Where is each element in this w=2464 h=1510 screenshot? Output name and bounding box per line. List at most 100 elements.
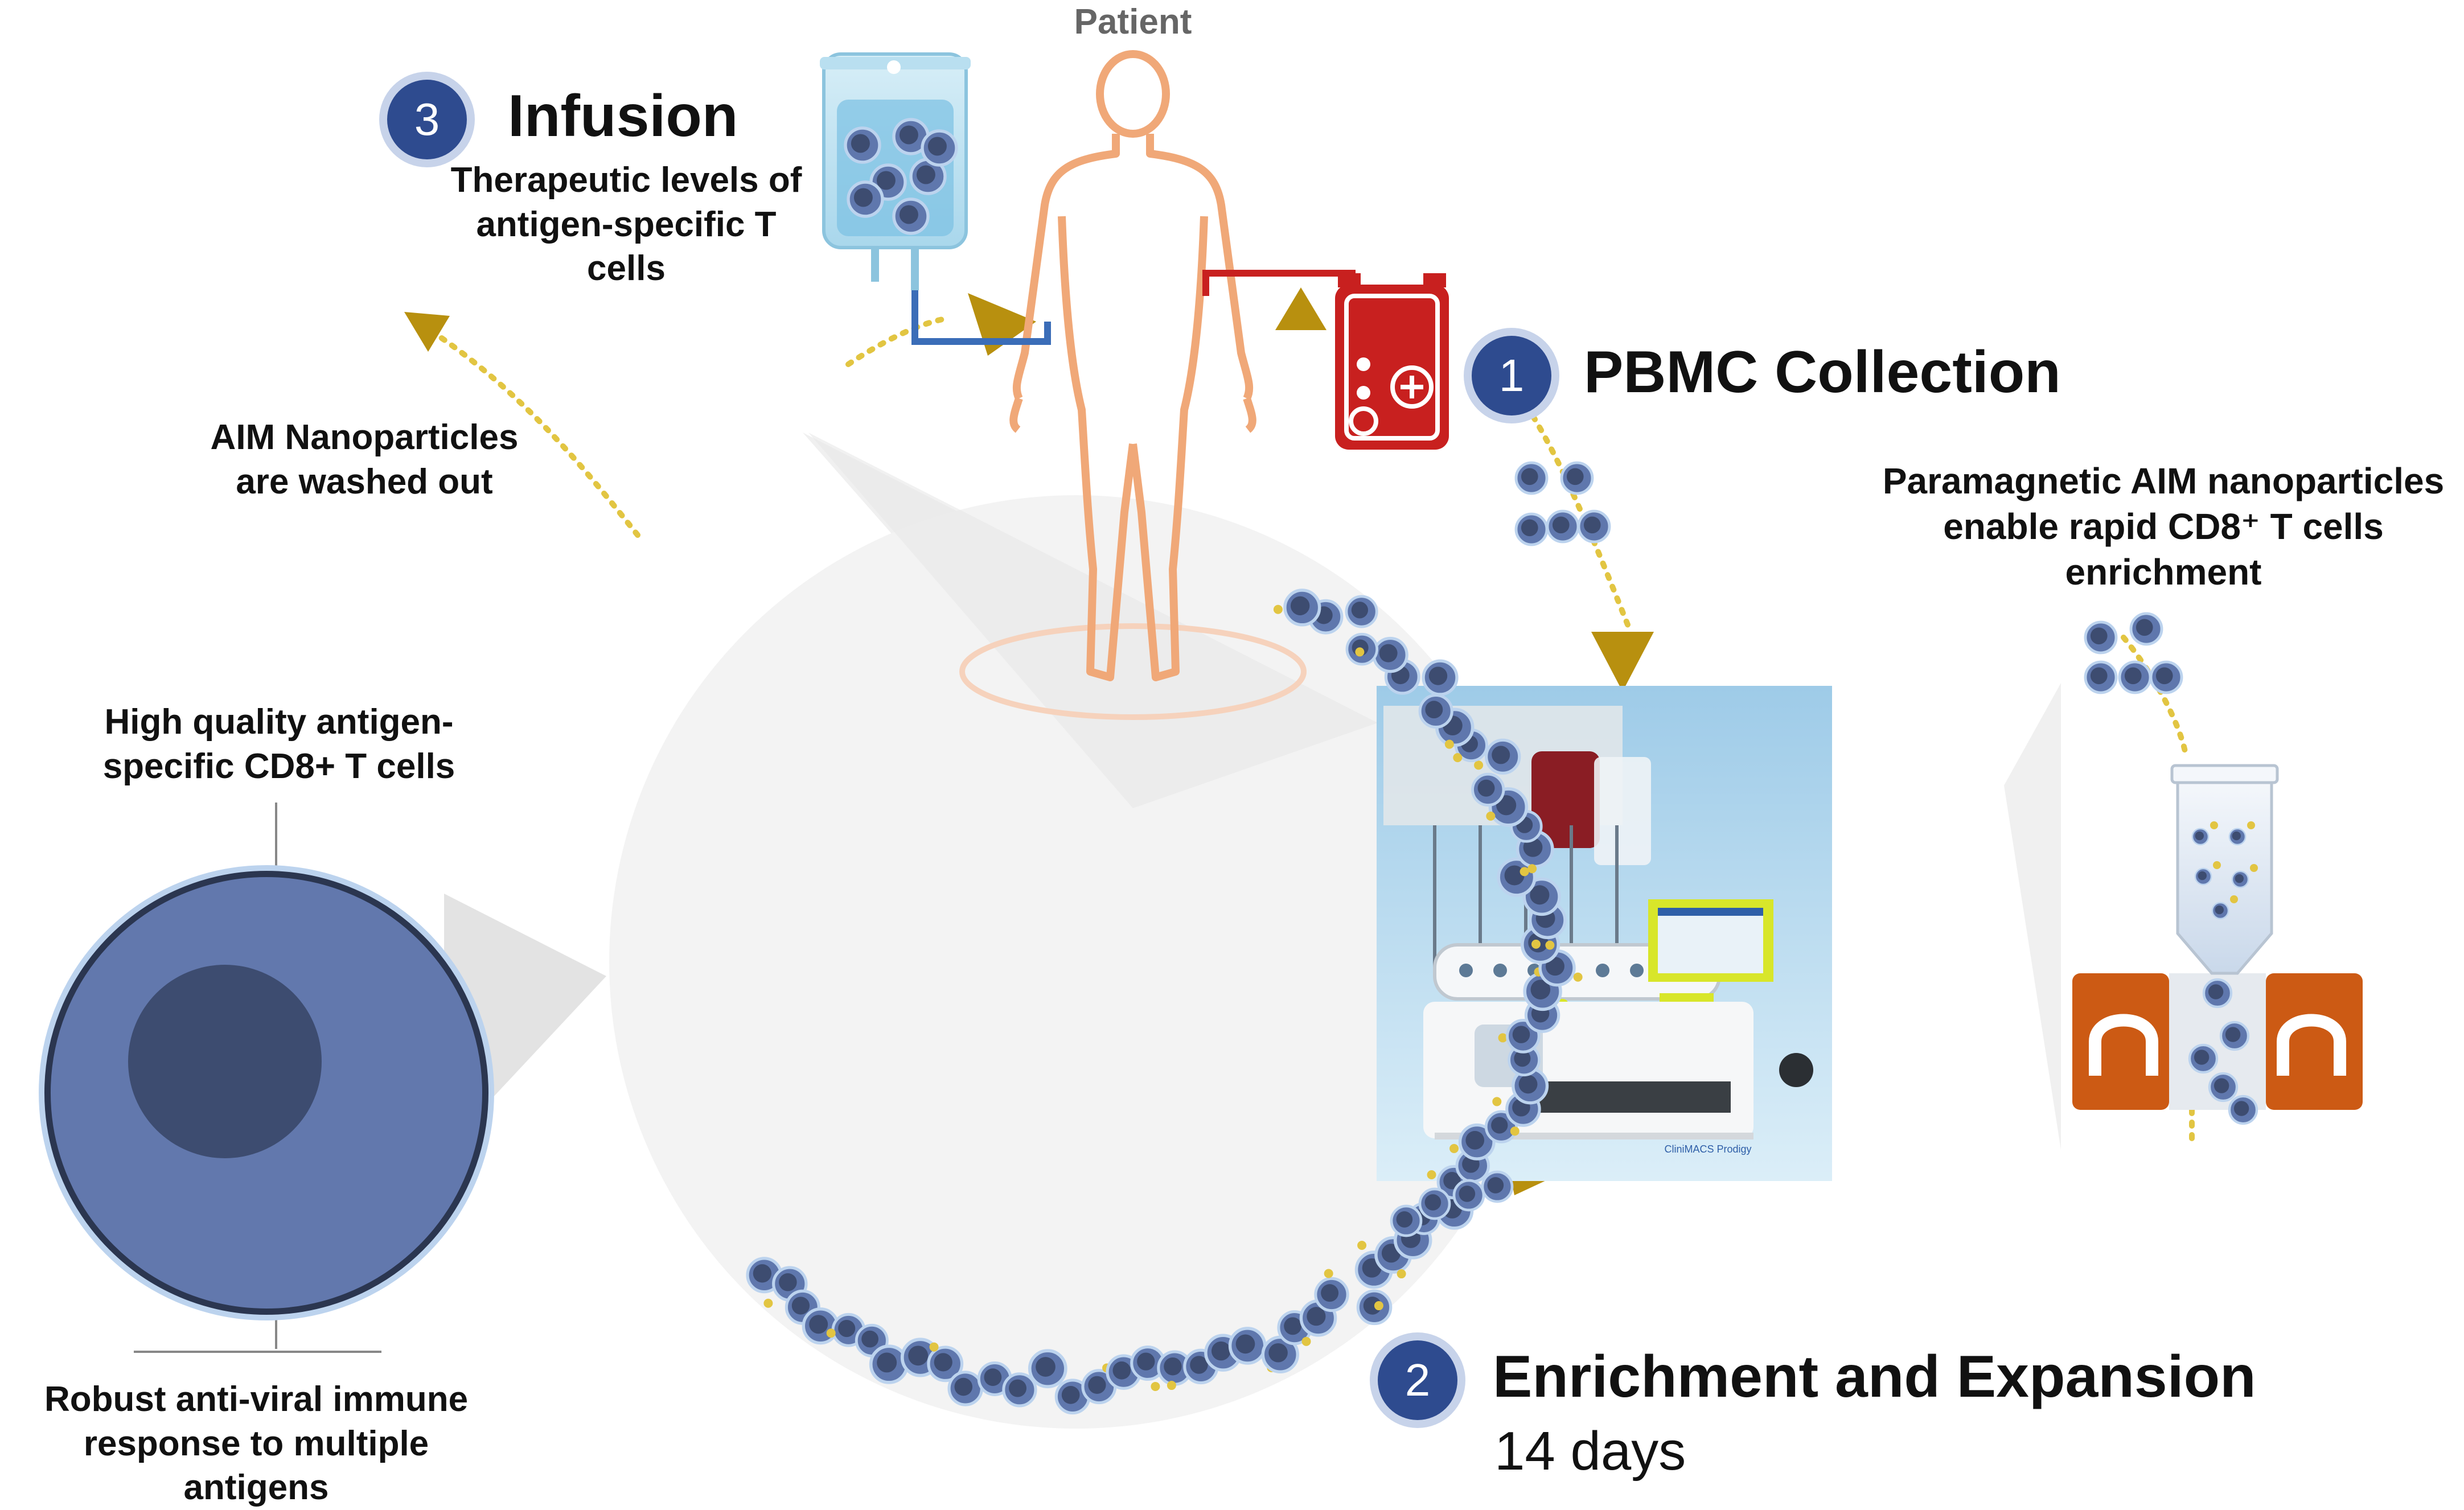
enriched-cell bbox=[2084, 620, 2118, 655]
nanoparticle bbox=[1486, 811, 1496, 821]
step-1-title: PBMC Collection bbox=[1584, 339, 2061, 405]
nanoparticle bbox=[1273, 604, 1283, 614]
step-2-title: Enrichment and Expansion bbox=[1493, 1344, 2256, 1410]
t-cell bbox=[1458, 1123, 1496, 1161]
nanoparticle bbox=[1301, 1336, 1311, 1346]
step-2-badge: 2 bbox=[1378, 1340, 1457, 1420]
tube-cell bbox=[2211, 902, 2229, 920]
nanoparticle bbox=[2213, 861, 2221, 869]
pbmc-cell bbox=[1560, 461, 1594, 495]
nanoparticle bbox=[1527, 864, 1537, 874]
tube-icon bbox=[2170, 764, 2279, 975]
washout-annotation: AIM Nanoparticles are washed out bbox=[210, 418, 519, 501]
t-cell bbox=[1283, 589, 1321, 627]
human-body-icon bbox=[959, 50, 1307, 720]
pbmc-cell bbox=[1577, 509, 1611, 544]
captured-cell bbox=[2202, 978, 2233, 1009]
t-cell bbox=[1261, 1335, 1299, 1374]
nanoparticle bbox=[1545, 940, 1555, 950]
step-3-title: Infusion bbox=[508, 83, 738, 149]
magnet-separation-icon bbox=[2072, 973, 2363, 1110]
nanoparticle bbox=[1151, 1381, 1160, 1391]
nanoparticle bbox=[1531, 939, 1541, 949]
nanoparticle bbox=[1324, 1269, 1333, 1278]
nanoparticle bbox=[1449, 1143, 1459, 1153]
infused-cell bbox=[892, 118, 930, 155]
cell-quality-annotation: High quality antigen-specific CD8+ T cel… bbox=[102, 702, 455, 786]
t-cell bbox=[1028, 1349, 1067, 1389]
pbmc-cell bbox=[1514, 512, 1549, 546]
enriched-cell bbox=[2129, 612, 2163, 646]
tube-cell bbox=[2191, 828, 2210, 846]
nanoparticle bbox=[1520, 867, 1529, 877]
apheresis-machine-icon bbox=[1202, 270, 1449, 450]
tube-cell bbox=[2228, 828, 2247, 846]
t-cell-icon bbox=[39, 803, 494, 1353]
patient-label: Patient bbox=[1074, 2, 1192, 42]
step-2-duration: 14 days bbox=[1494, 1421, 1686, 1482]
step-1-badge: 1 bbox=[1472, 336, 1551, 415]
arrow-washout-icon bbox=[404, 312, 450, 352]
captured-cell bbox=[2188, 1043, 2219, 1074]
nanoparticle bbox=[1427, 1170, 1436, 1180]
nanoparticle bbox=[1573, 972, 1583, 982]
infused-cell bbox=[844, 126, 881, 164]
nanoparticle bbox=[1355, 647, 1365, 657]
captured-cell bbox=[2219, 1021, 2250, 1051]
nanoparticle bbox=[1498, 1033, 1508, 1043]
response-annotation: Robust anti-viral immune response to mul… bbox=[44, 1380, 469, 1507]
t-cell bbox=[1485, 738, 1521, 775]
nanoparticle bbox=[1510, 1126, 1520, 1136]
nanoparticle bbox=[1397, 1269, 1406, 1279]
nanoparticle bbox=[2247, 821, 2255, 829]
nanoparticle bbox=[1444, 739, 1454, 749]
clinimacs-prodigy-device bbox=[1377, 686, 1832, 1181]
nanoparticle bbox=[1357, 1241, 1367, 1250]
tube-cell bbox=[2194, 867, 2212, 886]
nanoparticle bbox=[1492, 1097, 1502, 1106]
expanded-cell bbox=[1390, 1204, 1423, 1237]
nanoparticle bbox=[929, 1342, 939, 1352]
t-cell bbox=[1497, 857, 1537, 897]
t-cell bbox=[1345, 595, 1378, 628]
t-cell bbox=[1314, 1277, 1349, 1312]
t-cell bbox=[869, 1344, 909, 1384]
infused-cell bbox=[892, 198, 930, 235]
nanoparticle bbox=[1474, 760, 1484, 770]
t-cell bbox=[1356, 1289, 1393, 1326]
t-cell bbox=[947, 1371, 983, 1406]
enrichment-annotation: Paramagnetic AIM nanoparticles enable ra… bbox=[1882, 460, 2445, 593]
captured-cell bbox=[2228, 1095, 2258, 1125]
t-cell bbox=[1002, 1372, 1037, 1408]
enriched-cell bbox=[2149, 660, 2183, 694]
captured-cell bbox=[2208, 1072, 2239, 1102]
t-cell bbox=[1081, 1369, 1117, 1405]
expanded-cell bbox=[1418, 1187, 1451, 1220]
nanoparticle bbox=[826, 1328, 836, 1338]
infused-cell bbox=[847, 180, 884, 218]
nanoparticle bbox=[763, 1298, 773, 1308]
cell-cluster-layer bbox=[746, 118, 2258, 1415]
pbmc-cell bbox=[1514, 461, 1549, 495]
t-cell bbox=[1418, 693, 1453, 729]
expanded-cell bbox=[1481, 1170, 1514, 1203]
expanded-cell bbox=[1452, 1179, 1485, 1212]
infusion-description: Therapeutic levels of antigen-specific T… bbox=[450, 161, 802, 288]
t-cell bbox=[1372, 636, 1408, 673]
nanoparticle bbox=[2230, 895, 2238, 903]
t-cell bbox=[927, 1346, 964, 1383]
nanoparticle bbox=[1374, 1301, 1383, 1311]
zoom-wedge-right bbox=[2004, 683, 2061, 1150]
nanoparticle bbox=[1453, 753, 1463, 763]
t-cell bbox=[1512, 1067, 1549, 1105]
t-cell bbox=[1422, 659, 1459, 696]
t-cell bbox=[1228, 1327, 1267, 1365]
infused-cell bbox=[921, 129, 958, 167]
t-cell bbox=[1471, 772, 1505, 807]
tube-cell bbox=[2231, 870, 2249, 888]
nanoparticle bbox=[2210, 821, 2218, 829]
device-brand-label: CliniMACS Prodigy bbox=[1664, 1143, 1752, 1155]
pbmc-cell bbox=[1546, 509, 1580, 544]
nanoparticle bbox=[2250, 864, 2258, 872]
